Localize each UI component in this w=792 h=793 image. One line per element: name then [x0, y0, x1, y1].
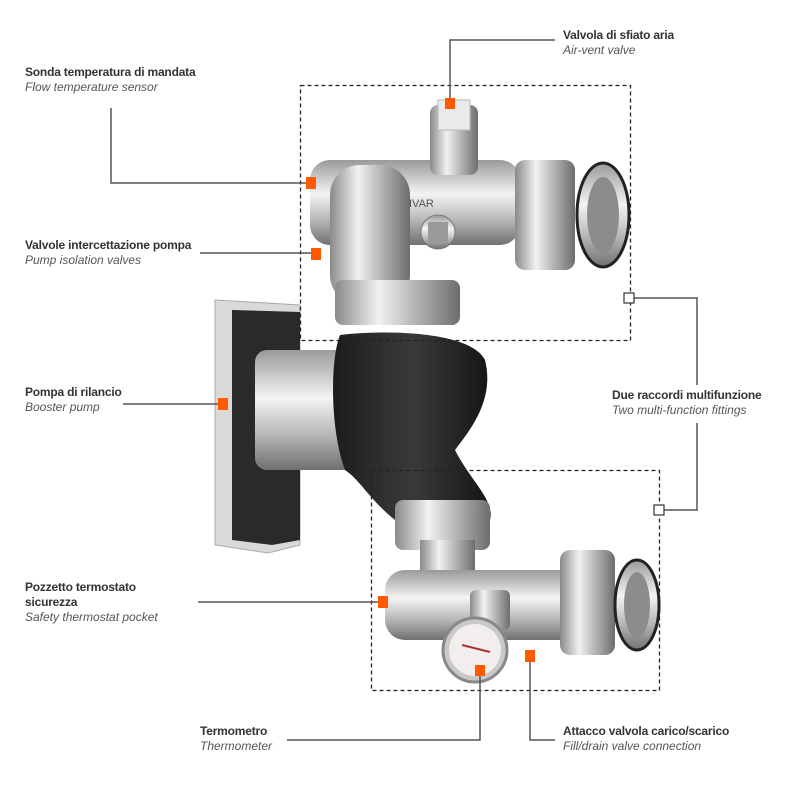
bottom-fitting-highlight-box — [370, 469, 661, 692]
label-pocket: Pozzetto termostato sicurezza Safety the… — [25, 580, 158, 625]
top-fitting-illustration: IVAR — [310, 99, 631, 325]
label-en: Flow temperature sensor — [25, 80, 158, 94]
fitting-connector-square — [623, 292, 635, 304]
fitting-connector-square — [653, 504, 665, 516]
label-it: Valvole intercettazione pompa — [25, 238, 192, 252]
label-drain: Attacco valvola carico/scarico Fill/drai… — [563, 724, 729, 754]
leader-air-vent — [449, 39, 555, 104]
label-it: Valvola di sfiato aria — [563, 28, 674, 42]
leader-fittings-bottom — [664, 423, 698, 511]
label-it: Pompa di rilancio — [25, 385, 122, 399]
label-flow-sensor: Sonda temperatura di mandata Flow temper… — [25, 65, 196, 95]
label-it: Pozzetto termostato — [25, 580, 136, 594]
marker-drain — [525, 650, 535, 662]
label-en: Fill/drain valve connection — [563, 739, 702, 753]
marker-flow-sensor — [306, 177, 316, 189]
marker-air-vent — [445, 98, 455, 109]
marker-thermometer — [475, 665, 485, 676]
label-thermometer: Termometro Thermometer — [200, 724, 272, 754]
top-fitting-highlight-box — [299, 84, 632, 342]
marker-pocket — [378, 596, 388, 608]
label-en: Booster pump — [25, 400, 100, 414]
label-it: Attacco valvola carico/scarico — [563, 724, 730, 738]
label-en: Thermometer — [200, 739, 273, 753]
label-fittings: Due raccordi multifunzione Two multi-fun… — [612, 388, 762, 418]
label-pump: Pompa di rilancio Booster pump — [25, 385, 122, 415]
label-it: sicurezza — [25, 595, 78, 609]
leader-fittings-top — [634, 297, 698, 385]
label-it: Due raccordi multifunzione — [612, 388, 762, 402]
leader-flow-sensor — [110, 108, 310, 184]
label-en: Two multi-function fittings — [612, 403, 747, 417]
label-en: Pump isolation valves — [25, 253, 142, 267]
bottom-fitting-illustration — [385, 500, 661, 684]
label-it: Termometro — [200, 724, 268, 738]
leader-drain — [529, 657, 555, 741]
label-isolation: Valvole intercettazione pompa Pump isola… — [25, 238, 191, 268]
label-air-vent: Valvola di sfiato aria Air-vent valve — [563, 28, 674, 58]
marker-pump — [218, 398, 228, 410]
brand-mark: IVAR — [409, 198, 434, 210]
label-it: Sonda temperatura di mandata — [25, 65, 196, 79]
booster-pump-illustration — [214, 299, 491, 554]
leader-thermometer — [287, 673, 481, 741]
label-en: Safety thermostat pocket — [25, 610, 158, 624]
label-en: Air-vent valve — [563, 43, 636, 57]
marker-isolation — [311, 248, 321, 260]
